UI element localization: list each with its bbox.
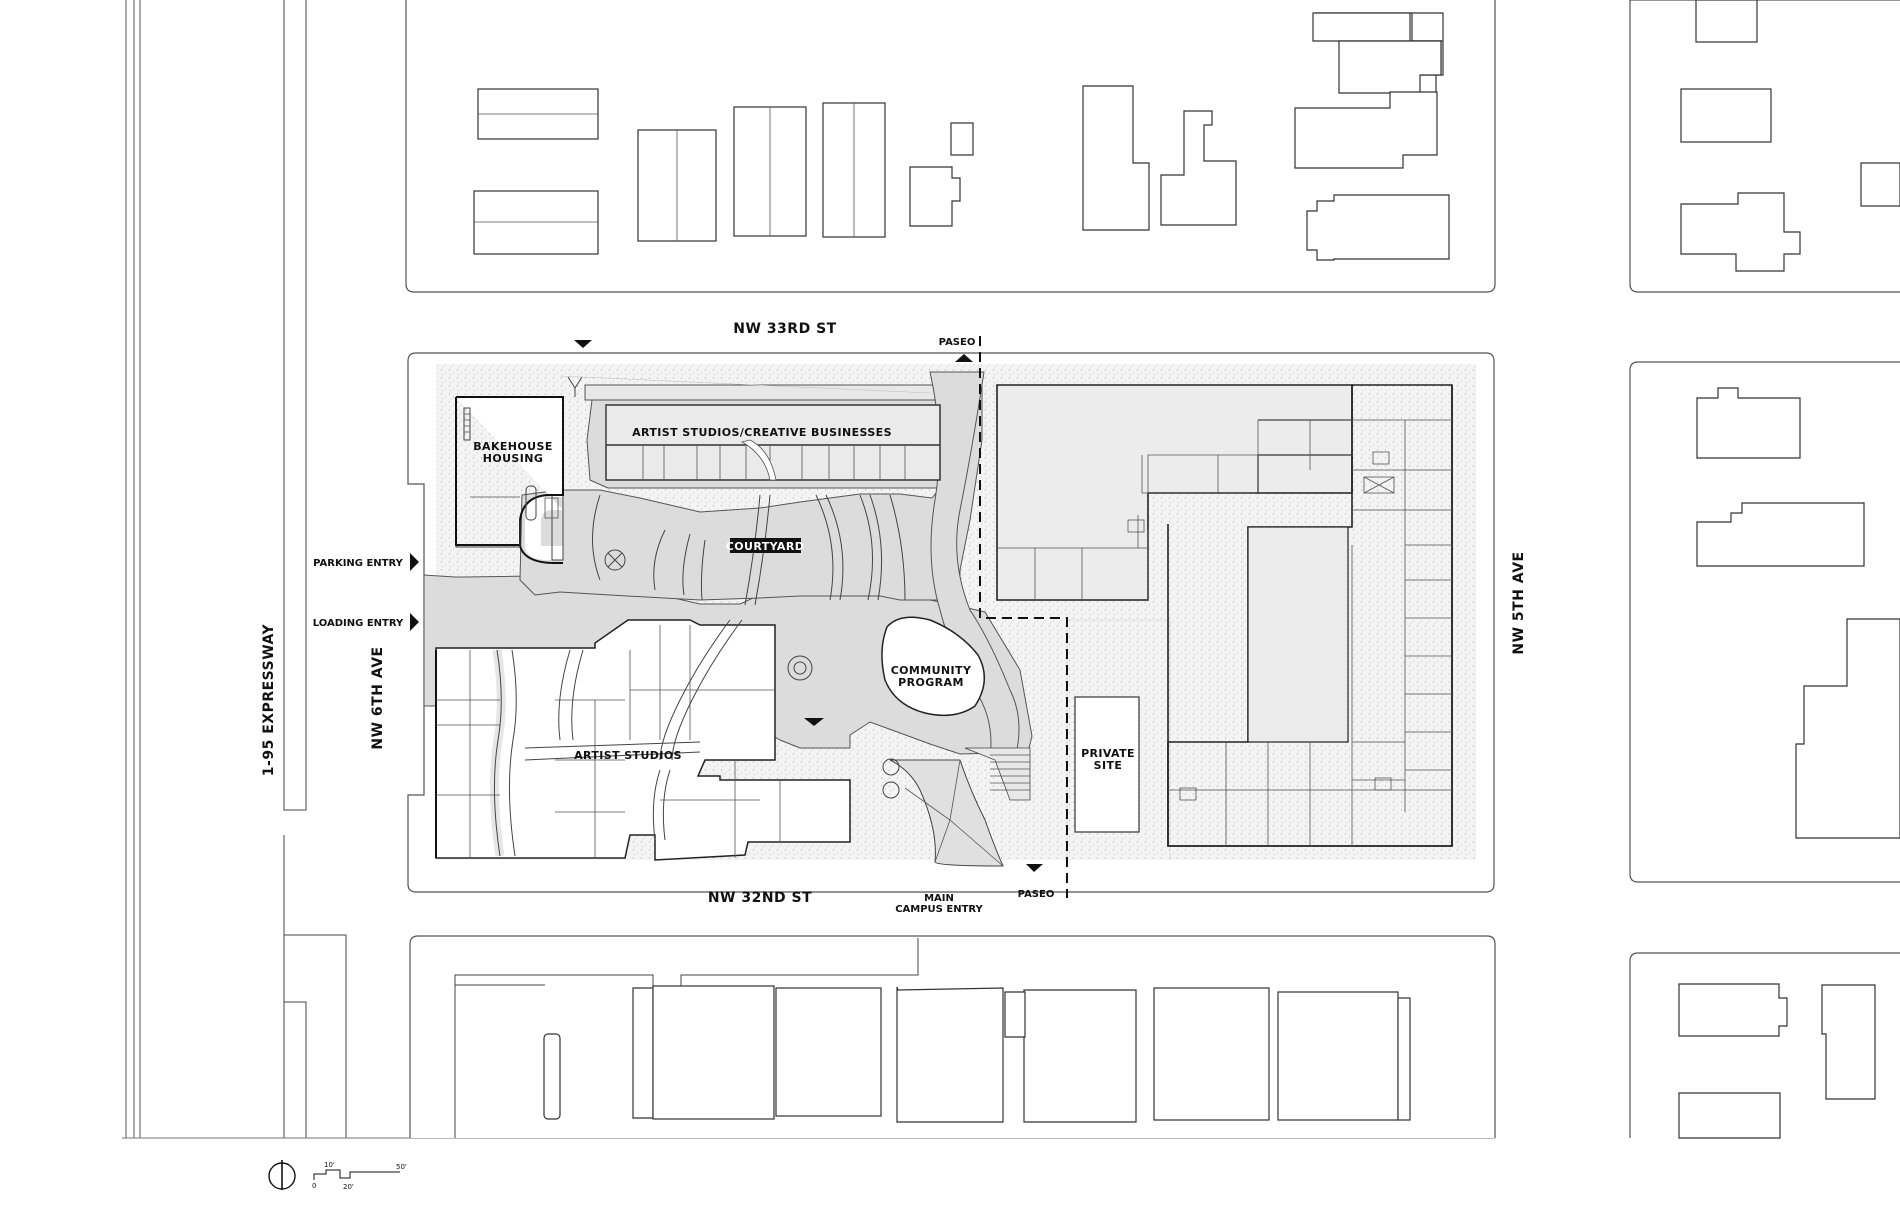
parking-entry-label: PARKING ENTRY <box>313 558 404 569</box>
main-entry-label-2: CAMPUS ENTRY <box>895 904 983 915</box>
north-arrow <box>268 1160 296 1190</box>
paseo-boundary <box>979 336 1068 898</box>
bakehouse-label-2: HOUSING <box>483 452 544 465</box>
east-residential <box>996 384 1453 847</box>
northeast-block <box>1629 0 1900 293</box>
private-site-label-2: SITE <box>1094 759 1123 772</box>
scale-label-20: 20' <box>343 1183 354 1191</box>
private-site-label-1: PRIVATE <box>1081 747 1135 760</box>
scale-label-10: 10' <box>324 1161 335 1169</box>
artist-studios-label: ARTIST STUDIOS <box>574 749 682 762</box>
paseo-north-arrow[interactable] <box>955 354 973 362</box>
scale-bar: 0 10' 20' 50' <box>312 1161 407 1191</box>
north-block <box>405 0 1496 293</box>
paseo-south-label: PASEO <box>1018 889 1055 900</box>
community-label-1: COMMUNITY <box>891 664 972 677</box>
courtyard-tag <box>730 538 801 553</box>
entry-markers[interactable] <box>410 340 1043 872</box>
artist-studios-creative-label: ARTIST STUDIOS/CREATIVE BUSINESSES <box>632 426 892 439</box>
program-labels: ARTIST STUDIOS/CREATIVE BUSINESSES BAKEH… <box>313 337 1135 915</box>
paseo-south-arrow[interactable] <box>1026 864 1043 872</box>
east-block <box>1629 361 1900 883</box>
courtyard-arrow[interactable] <box>804 718 824 726</box>
north-entry-arrow[interactable] <box>574 340 592 348</box>
north-studio-bar <box>559 375 941 481</box>
expressway-label: 1-95 EXPRESSWAY <box>261 623 277 776</box>
street-north-label: NW 33RD ST <box>733 321 836 337</box>
parking-entry-arrow[interactable] <box>410 553 419 571</box>
street-labels: NW 33RD ST NW 32ND ST NW 6TH AVE NW 5TH … <box>261 321 1527 906</box>
loading-entry-arrow[interactable] <box>410 613 419 631</box>
private-site <box>1066 619 1171 860</box>
bakehouse-label-1: BAKEHOUSE <box>473 440 552 453</box>
south-block <box>409 935 1496 1138</box>
main-entry-plaza <box>882 747 1031 867</box>
community-program <box>881 616 985 717</box>
scale-label-50: 50' <box>396 1163 407 1171</box>
street-west-label: NW 6TH AVE <box>370 646 386 749</box>
community-label-2: PROGRAM <box>898 676 964 689</box>
artist-studios-block <box>435 619 851 861</box>
street-east-label: NW 5TH AVE <box>1511 551 1527 654</box>
loading-entry-label: LOADING ENTRY <box>313 618 404 629</box>
courtyard-fins <box>592 494 906 681</box>
courtyard-label: COURTYARD <box>726 540 804 553</box>
bakehouse-housing <box>455 396 564 564</box>
main-entry-label-1: MAIN <box>924 893 954 904</box>
paseo-north-label: PASEO <box>939 337 976 348</box>
scale-label-0: 0 <box>312 1182 316 1190</box>
southeast-block <box>1629 952 1900 1139</box>
street-south-label: NW 32ND ST <box>708 890 812 906</box>
